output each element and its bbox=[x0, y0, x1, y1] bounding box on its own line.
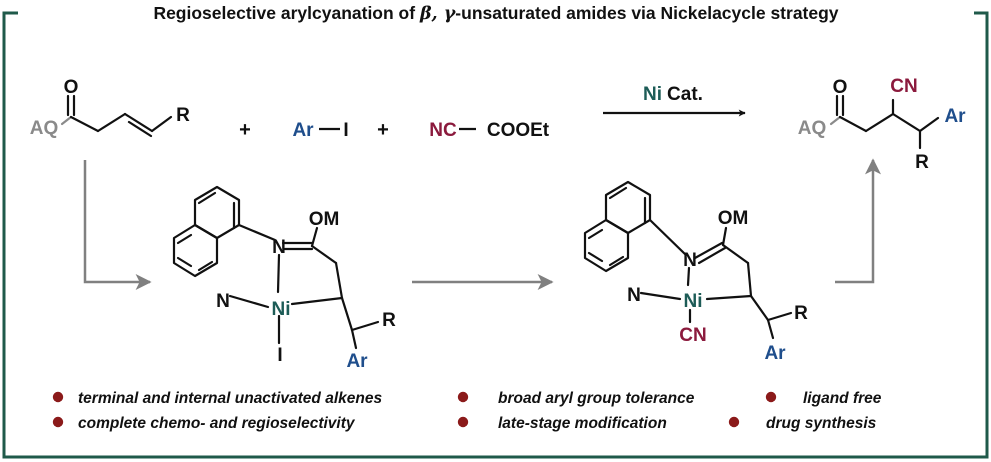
intermediate-2-ni: Ni bbox=[684, 291, 703, 312]
intermediate-2-n-pyridine: N bbox=[627, 285, 641, 306]
intermediate-2-ar: Ar bbox=[764, 343, 786, 364]
substrate-aq-label: AQ bbox=[30, 118, 59, 139]
plus-sign-2: + bbox=[377, 119, 389, 141]
intermediate-2-om: OM bbox=[718, 208, 749, 229]
bullet-dot bbox=[457, 391, 469, 403]
aryl-iodide-i: I bbox=[343, 120, 348, 141]
cyanide-nc: NC bbox=[429, 120, 457, 141]
bullet-text: ligand free bbox=[803, 390, 882, 407]
intermediate-1-n-imine: N bbox=[272, 237, 286, 258]
conditions-metal: Ni bbox=[643, 84, 662, 105]
intermediate-2-structure bbox=[583, 180, 793, 340]
product-carbonyl-o: O bbox=[833, 77, 848, 98]
intermediate-1-ni: Ni bbox=[272, 299, 291, 320]
product-aq-label: AQ bbox=[798, 118, 827, 139]
substrate-structure bbox=[60, 94, 173, 138]
bullet-text: complete chemo- and regioselectivity bbox=[78, 415, 356, 432]
bullet-dot bbox=[765, 391, 777, 403]
feature-list: terminal and internal unactivated alkene… bbox=[52, 390, 882, 432]
intermediate-2-cn: CN bbox=[679, 325, 706, 346]
substrate-r-label: R bbox=[176, 105, 190, 126]
intermediate-1-ar: Ar bbox=[346, 351, 368, 372]
frame-border bbox=[2, 11, 989, 459]
flow-arrow-up bbox=[835, 158, 881, 284]
product-cn-label: CN bbox=[890, 76, 917, 97]
bullet-text: terminal and internal unactivated alkene… bbox=[78, 390, 382, 407]
plus-sign-1: + bbox=[239, 119, 251, 141]
intermediate-1-iodide: I bbox=[277, 345, 282, 366]
product-structure bbox=[829, 94, 940, 150]
intermediate-1-om: OM bbox=[309, 209, 340, 230]
intermediate-1-structure bbox=[172, 185, 380, 350]
bullet-text: broad aryl group tolerance bbox=[498, 390, 695, 407]
intermediate-2-r: R bbox=[794, 303, 808, 324]
flow-arrow-down bbox=[83, 160, 152, 290]
bullet-dot bbox=[728, 416, 740, 428]
cyanide-ester: COOEt bbox=[487, 120, 550, 141]
product-r-label: R bbox=[915, 152, 929, 173]
bullet-text: drug synthesis bbox=[766, 415, 877, 432]
bullet-dot bbox=[457, 416, 469, 428]
scheme-title: Regioselective arylcyanation of β, γ-uns… bbox=[153, 3, 838, 24]
title-suffix: -unsaturated amides via Nickelacycle str… bbox=[455, 3, 839, 23]
title-greek: β, γ bbox=[419, 4, 457, 24]
aryl-iodide-ar: Ar bbox=[292, 120, 314, 141]
substrate-carbonyl-o: O bbox=[64, 77, 79, 98]
intermediate-1-n-pyridine: N bbox=[216, 291, 230, 312]
bullet-text: late-stage modification bbox=[498, 415, 667, 432]
bullet-dot bbox=[52, 416, 64, 428]
bullet-dot bbox=[52, 391, 64, 403]
intermediate-2-n-imine: N bbox=[683, 250, 697, 271]
product-ar-label: Ar bbox=[944, 106, 966, 127]
title-prefix: Regioselective arylcyanation of bbox=[153, 3, 420, 23]
intermediate-1-r: R bbox=[382, 310, 396, 331]
conditions-cat: Cat. bbox=[667, 84, 703, 105]
